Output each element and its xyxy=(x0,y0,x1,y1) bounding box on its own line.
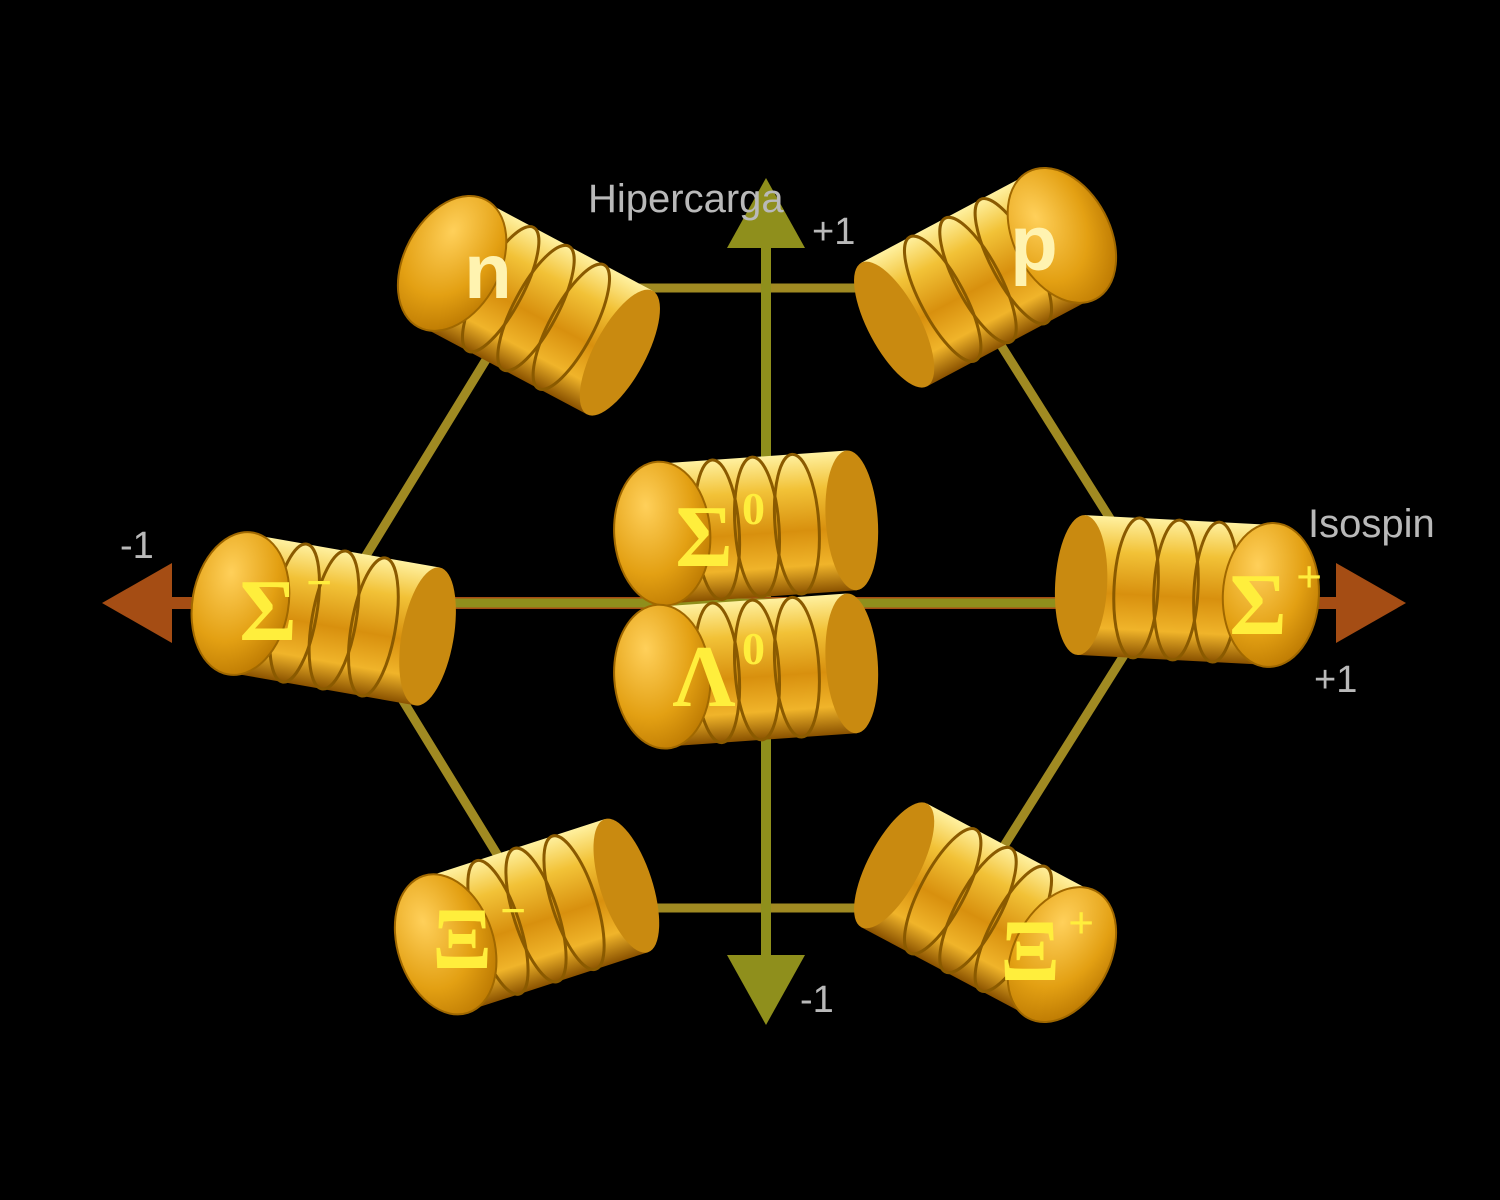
particle-symbol: Σ xyxy=(239,563,297,660)
particle-charge: − xyxy=(306,557,332,608)
isospin-arrow-right xyxy=(1336,563,1406,643)
hypercharge-arrow-down xyxy=(727,955,805,1025)
particle-symbol: n xyxy=(464,227,512,315)
particle-symbol: p xyxy=(1010,199,1058,287)
particle-symbol: Σ xyxy=(1229,557,1287,654)
barrel-xi-plus: Ξ+ xyxy=(837,790,1138,1041)
particle-symbol: Ξ xyxy=(432,891,492,988)
particle-charge: − xyxy=(500,885,526,936)
isospin-arrow-left xyxy=(102,563,172,643)
particle-symbol: Ξ xyxy=(1000,903,1060,1000)
particle-symbol: Σ xyxy=(675,489,733,586)
barrel-body xyxy=(837,149,1138,400)
isospin-right-tick: +1 xyxy=(1314,659,1357,701)
particle-charge: + xyxy=(1068,897,1094,948)
particle-charge: + xyxy=(1296,551,1322,602)
barrel-p: p xyxy=(837,149,1138,400)
particle-symbol: Λ xyxy=(672,629,735,726)
particle-charge: 0 xyxy=(742,483,765,534)
hypercharge-bottom-tick: -1 xyxy=(800,979,834,1021)
barrel-sigma-minus: Σ− xyxy=(181,524,466,712)
barrel-body xyxy=(181,524,466,712)
isospin-left-tick: -1 xyxy=(120,525,154,567)
hypercharge-axis-label: Hipercarga xyxy=(588,177,784,221)
barrel-xi-minus: Ξ− xyxy=(378,809,674,1028)
hypercharge-top-tick: +1 xyxy=(812,211,855,253)
isospin-axis-label: Isospin xyxy=(1308,502,1435,546)
barrel-sigma-plus: Σ+ xyxy=(1051,512,1322,670)
particle-charge: 0 xyxy=(742,623,765,674)
